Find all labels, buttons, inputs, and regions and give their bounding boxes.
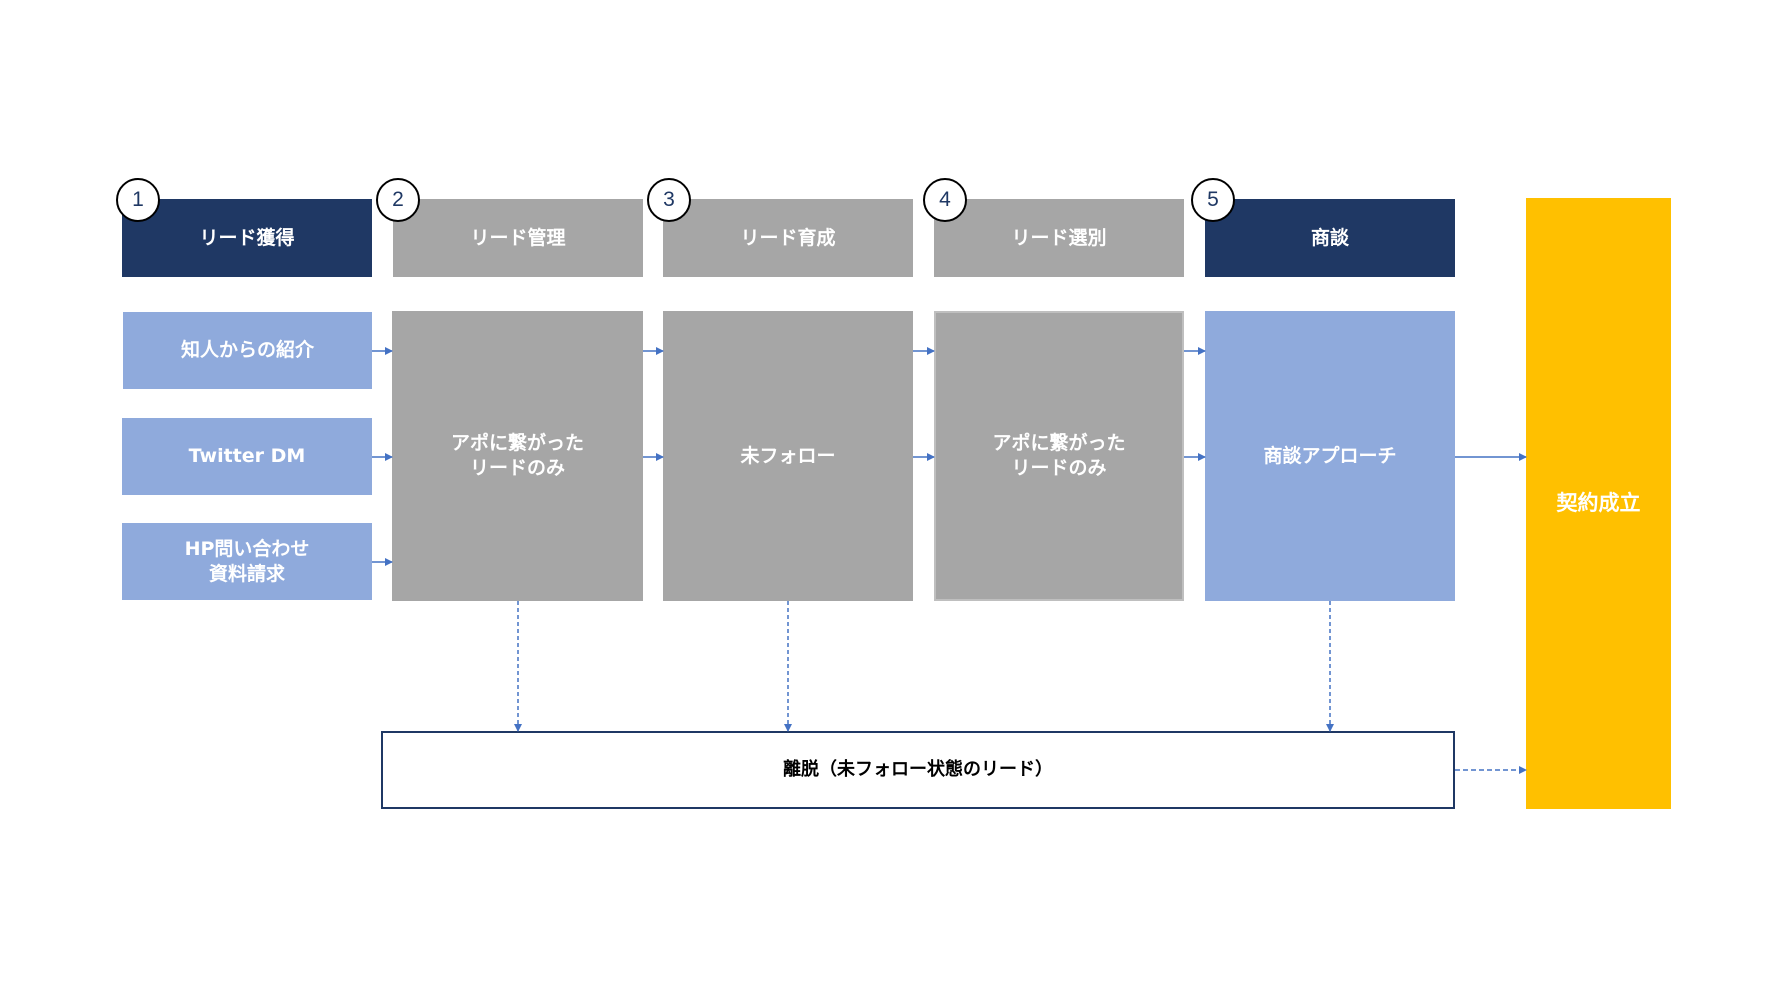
step-header-label: リード管理 xyxy=(470,226,566,249)
stage-negotiation: 商談アプローチ xyxy=(1205,311,1455,601)
stage-label: アポに繋がった リードのみ xyxy=(450,432,584,479)
churn-label: 離脱（未フォロー状態のリード） xyxy=(783,759,1053,781)
step-number: 2 xyxy=(392,188,404,211)
step-header-label: リード獲得 xyxy=(199,226,295,249)
stage-label: アポに繋がった リードのみ xyxy=(992,432,1126,479)
step-number: 4 xyxy=(939,188,951,211)
step-header-lead-selection: リード選別 xyxy=(934,199,1184,277)
step-header-label: リード育成 xyxy=(740,226,836,249)
source-label: Twitter DM xyxy=(188,445,306,468)
step-header-label: リード選別 xyxy=(1011,226,1107,249)
source-label: HP問い合わせ 資料請求 xyxy=(184,537,310,585)
step-number-badge: 4 xyxy=(923,178,967,222)
step-header-label: 商談 xyxy=(1310,226,1349,249)
source-label: 知人からの紹介 xyxy=(180,339,314,362)
source-twitter-dm: Twitter DM xyxy=(122,418,372,495)
step-number: 1 xyxy=(132,188,144,211)
step-number-badge: 1 xyxy=(116,178,160,222)
stage-label: 未フォロー xyxy=(740,444,836,467)
step-number-badge: 3 xyxy=(647,178,691,222)
step-number-badge: 2 xyxy=(376,178,420,222)
stage-lead-nurturing: 未フォロー xyxy=(663,311,913,601)
step-header-lead-management: リード管理 xyxy=(393,199,643,277)
contract-signed-box: 契約成立 xyxy=(1526,198,1671,809)
stage-lead-selection: アポに繋がった リードのみ xyxy=(934,311,1184,601)
step-header-lead-acquisition: リード獲得 xyxy=(122,199,372,277)
churn-box: 離脱（未フォロー状態のリード） xyxy=(381,731,1455,809)
step-header-negotiation: 商談 xyxy=(1205,199,1455,277)
stage-lead-management: アポに繋がった リードのみ xyxy=(392,311,643,601)
stage-label: 商談アプローチ xyxy=(1263,444,1397,467)
source-website-inquiry: HP問い合わせ 資料請求 xyxy=(122,523,372,600)
step-number-badge: 5 xyxy=(1191,178,1235,222)
step-header-lead-nurturing: リード育成 xyxy=(663,199,913,277)
source-referral: 知人からの紹介 xyxy=(123,312,372,389)
contract-label: 契約成立 xyxy=(1556,490,1641,515)
step-number: 5 xyxy=(1207,188,1219,211)
step-number: 3 xyxy=(663,188,675,211)
